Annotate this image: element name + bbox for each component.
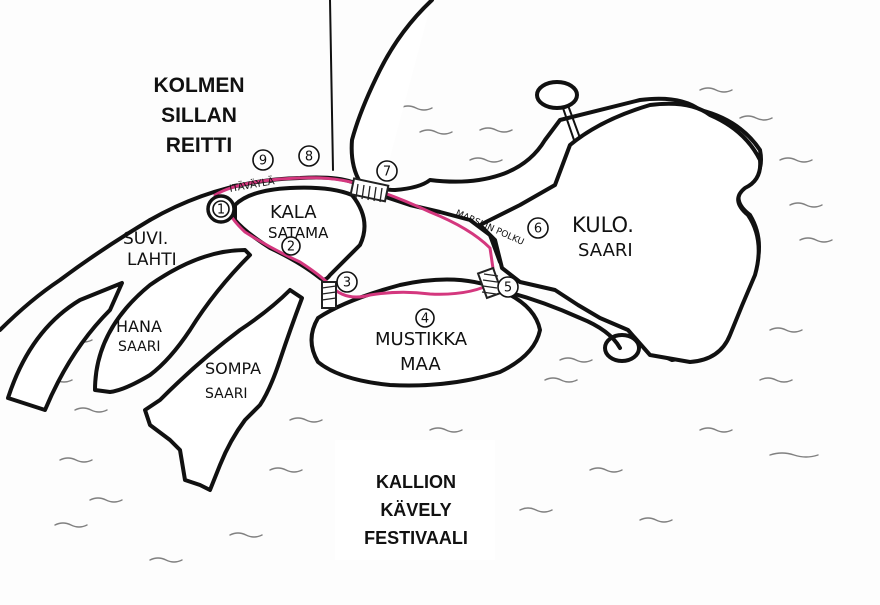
stop-6-number: 6 xyxy=(534,222,542,237)
festival-title: KALLION KÄVELY FESTIVAALI xyxy=(364,472,468,548)
festival-panel xyxy=(335,440,495,560)
place-hanasaari-2: SAARI xyxy=(118,339,161,355)
festival-line-3: FESTIVAALI xyxy=(364,528,468,548)
place-sompasaari-1: SOMPA xyxy=(205,359,261,378)
stop-8-number: 8 xyxy=(305,150,313,165)
stop-4[interactable]: 4 xyxy=(415,308,435,328)
stop-1[interactable]: 1 xyxy=(206,194,236,224)
stop-9-number: 9 xyxy=(259,154,267,169)
title-line-2: SILLAN xyxy=(161,104,237,127)
stop-7-number: 7 xyxy=(383,165,391,180)
place-hanasaari-1: HANA xyxy=(116,317,162,336)
boundary-line xyxy=(329,0,334,171)
stop-4-number: 4 xyxy=(421,312,429,327)
stop-9[interactable]: 9 xyxy=(252,149,274,171)
stop-5[interactable]: 5 xyxy=(497,276,519,298)
stop-3-number: 3 xyxy=(343,276,351,291)
stop-8[interactable]: 8 xyxy=(298,145,320,167)
place-mustikkamaa-1: MUSTIKKA xyxy=(375,329,468,350)
stop-7[interactable]: 7 xyxy=(376,160,398,182)
three-bridges-route xyxy=(213,176,497,299)
place-sompasaari-2: SAARI xyxy=(205,386,248,402)
western-strip xyxy=(6,281,124,412)
stop-5-number: 5 xyxy=(504,281,512,296)
stop-1-number: 1 xyxy=(217,203,225,218)
title-line-1: KOLMEN xyxy=(154,74,245,97)
place-mustikkamaa-2: MAA xyxy=(400,354,441,375)
kulosaari-island xyxy=(478,101,763,364)
festival-line-1: KALLION xyxy=(376,472,456,492)
place-kulosaari-1: KULO. xyxy=(572,213,634,237)
islet-bridge xyxy=(562,107,581,141)
festival-line-2: KÄVELY xyxy=(380,500,451,520)
bridge-3 xyxy=(321,281,337,309)
place-kalasatama-2: SATAMA xyxy=(268,224,329,242)
stop-2-number: 2 xyxy=(287,240,295,255)
map-title: KOLMEN SILLAN REITTI xyxy=(154,74,245,157)
hanasaari-island xyxy=(93,248,252,394)
stop-2[interactable]: 2 xyxy=(281,236,301,256)
sompasaari-land xyxy=(143,288,304,492)
stop-6[interactable]: 6 xyxy=(527,217,549,239)
suvilahti-shore xyxy=(0,218,152,332)
place-kalasatama-1: KALA xyxy=(270,202,317,223)
mustikkamaa-island xyxy=(309,277,542,388)
bridge-5 xyxy=(476,266,504,300)
bridge-7 xyxy=(349,177,390,203)
title-line-3: REITTI xyxy=(166,134,233,157)
east-shore xyxy=(498,288,622,350)
place-suvilahti-2: LAHTI xyxy=(127,250,177,270)
place-kulosaari-2: SAARI xyxy=(578,240,633,261)
stop-3[interactable]: 3 xyxy=(336,271,358,293)
place-suvilahti-1: SUVI. xyxy=(123,229,168,249)
islet-north xyxy=(535,80,579,110)
